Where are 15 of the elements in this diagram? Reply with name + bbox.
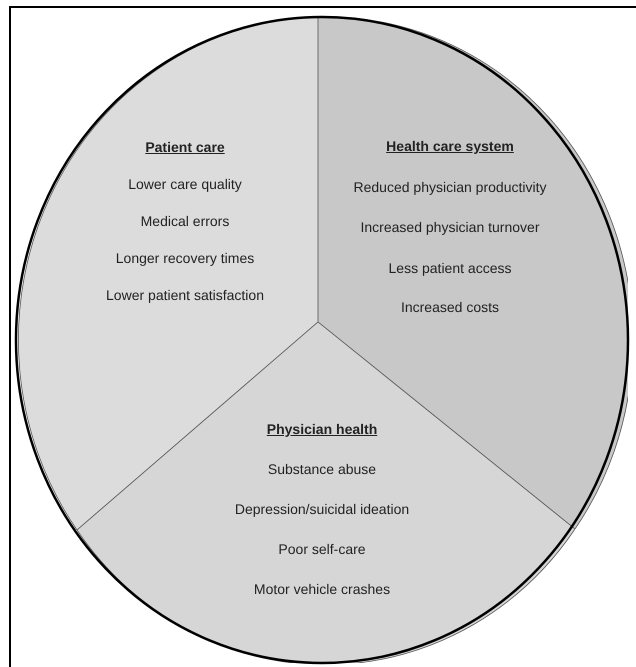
list-item: Less patient access [388, 260, 512, 276]
list-item: Lower patient satisfaction [106, 287, 264, 303]
list-item: Poor self-care [278, 541, 366, 557]
list-item: Medical errors [140, 213, 230, 229]
list-item: Depression/suicidal ideation [234, 501, 410, 517]
section-heading: Health care system [386, 138, 514, 154]
list-item: Reduced physician productivity [354, 179, 546, 195]
section-heading: Patient care [145, 139, 225, 155]
list-item: Increased physician turnover [360, 219, 540, 235]
section-heading: Physician health [266, 421, 378, 437]
list-item: Longer recovery times [116, 250, 254, 266]
list-item: Motor vehicle crashes [254, 581, 390, 597]
list-item: Lower care quality [128, 176, 242, 192]
list-item: Increased costs [400, 299, 500, 315]
list-item: Substance abuse [268, 461, 376, 477]
